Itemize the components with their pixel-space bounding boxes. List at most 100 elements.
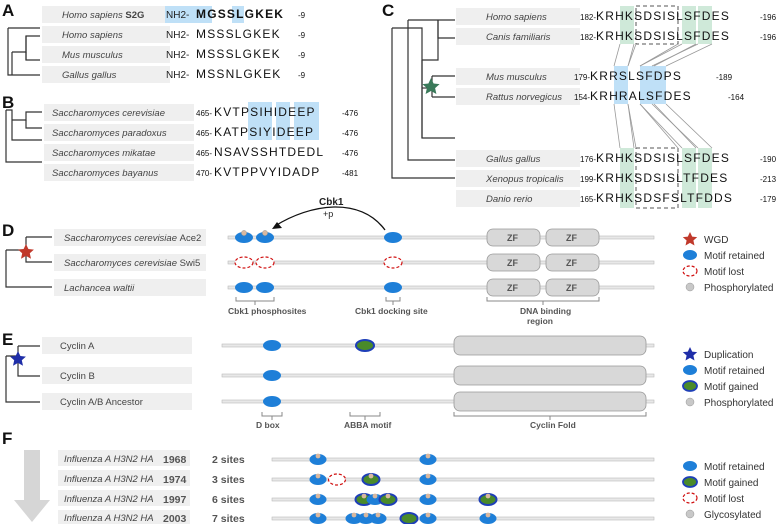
zf-label-0: ZF	[507, 233, 518, 243]
zf-label-2: ZF	[507, 258, 518, 268]
legend-d-0: WGD	[704, 235, 728, 246]
legend-duplication-star-icon	[682, 347, 698, 361]
panel-b-seq-1: KATPSIYIDEEP	[214, 125, 314, 139]
duplication-star-icon	[10, 351, 26, 366]
panel-c-text: Homo sapiens Canis familiaris Mus muscul…	[485, 9, 777, 205]
legend-f-3: Glycosylated	[704, 510, 761, 521]
panel-f-rows: Influenza A H3N2 HA Influenza A H3N2 HA …	[58, 450, 245, 524]
panel-b-end-2: -476	[342, 149, 359, 158]
legend-e-1: Motif retained	[704, 366, 765, 377]
panel-c-rows	[456, 8, 580, 207]
tree-star-icon	[422, 78, 440, 94]
panel-c-end-1: -196	[760, 33, 777, 42]
panel-d-brackets	[235, 297, 600, 305]
panel-c-start-3: 154-	[574, 93, 590, 102]
panel-a-prefix-3: NH2-	[166, 70, 189, 81]
wgd-star-icon	[18, 244, 34, 259]
panel-c-end-2: -189	[716, 73, 733, 82]
panel-c-start-4: 176-	[580, 155, 596, 164]
panel-a-species-3: Gallus gallus	[62, 70, 117, 81]
caption-abba-motif: ABBA motif	[344, 420, 392, 430]
panel-d-tree	[5, 236, 52, 288]
panel-f-sites-3: 7 sites	[212, 513, 245, 524]
panel-f-name-0: Influenza A H3N2 HA	[64, 454, 154, 465]
panel-c-species-4: Gallus gallus	[486, 154, 541, 165]
zf-label-3: ZF	[566, 258, 577, 268]
panel-c-connectors	[613, 43, 713, 149]
panel-d-proteins	[227, 235, 655, 290]
panel-d-label: D	[2, 221, 14, 240]
panel-c-seq-3: KRHRALSFDES	[590, 89, 692, 103]
panel-c-seq-6: KRHKSDSFSLTFDDS	[596, 191, 733, 205]
panel-e-rows: Cyclin A Cyclin B Cyclin A/B Ancestor	[42, 337, 192, 410]
legend-f-gained-icon	[682, 476, 698, 488]
panel-b-rows: Saccharomyces cerevisiae Saccharomyces p…	[44, 102, 359, 181]
panel-d-rows: Saccharomyces cerevisiae Ace2 Saccharomy…	[54, 229, 206, 296]
panel-a-tree	[7, 27, 40, 76]
panel-b-label: B	[2, 93, 14, 112]
panel-f-year-2: 1997	[163, 494, 187, 506]
panel-f-sites-1: 3 sites	[212, 474, 245, 486]
panel-c-start-6: 165-	[580, 195, 596, 204]
caption-dna-binding: DNA binding	[520, 306, 571, 316]
panel-a-species-2: Mus musculus	[62, 50, 123, 61]
panel-c-end-3: -164	[728, 93, 745, 102]
cbk1-arrowhead-icon	[272, 222, 282, 229]
panel-f-proteins	[271, 457, 655, 521]
panel-b-tree	[5, 109, 42, 163]
panel-c-species-2: Mus musculus	[486, 72, 547, 83]
panel-b-end-0: -476	[342, 109, 359, 118]
panel-b-end-1: -476	[342, 129, 359, 138]
panel-e-row-1: Cyclin B	[60, 371, 95, 382]
panel-a-seq-3: MSSNLGKEK	[196, 67, 282, 81]
panel-c-species-3: Rattus norvegicus	[486, 92, 562, 103]
panel-c-end-5: -213	[760, 175, 777, 184]
plus-p-label: +p	[323, 209, 333, 219]
legend-phosphorylated-icon	[685, 282, 695, 292]
panel-b-seq-2: NSAVSSHTDEDL	[214, 145, 324, 159]
panel-d-species-1: Saccharomyces cerevisiae Swi5	[64, 258, 200, 269]
panel-a-end-0: -9	[298, 11, 306, 20]
legend-f-1: Motif gained	[704, 478, 758, 489]
legend-motif-lost-icon	[682, 265, 698, 277]
panel-a-seq-0: MGSSLGKEK	[196, 7, 284, 21]
panel-b-start-1: 465-	[196, 129, 212, 138]
legend-e-gained-icon	[682, 380, 698, 392]
panel-c-species-0: Homo sapiens	[486, 12, 547, 23]
panel-c-highlights	[614, 5, 712, 209]
panel-a-prefix-1: NH2-	[166, 30, 189, 41]
panel-a-prefix-2: NH2-	[166, 50, 189, 61]
legend-e-0: Duplication	[704, 350, 753, 361]
cbk1-label: Cbk1	[319, 197, 344, 208]
legend-f-glycosylated-icon	[685, 509, 695, 519]
panel-c-end-0: -196	[760, 13, 777, 22]
caption-d-box: D box	[256, 420, 280, 430]
panel-c-start-0: 182-	[580, 13, 596, 22]
panel-a-end-2: -9	[298, 51, 306, 60]
legend-wgd-star-icon	[682, 232, 698, 246]
panel-a-prefix-0: NH2-	[166, 10, 189, 21]
panel-c-start-2: 179-	[574, 73, 590, 82]
panel-b-seq-0: KVTPSIHIDEEP	[214, 105, 316, 119]
panel-a-rows: Homo sapiens S2G Homo sapiens Mus muscul…	[42, 6, 306, 83]
legend-f-retained-icon	[683, 461, 697, 471]
panel-e-row-2: Cyclin A/B Ancestor	[60, 397, 143, 408]
panel-c-species-1: Canis familiaris	[486, 32, 551, 43]
panel-c-seq-2: KRRSLSFDPS	[590, 69, 682, 83]
panel-a-seq-2: MSSSLGKEK	[196, 47, 281, 61]
caption-region: region	[527, 316, 553, 326]
panel-c-end-4: -190	[760, 155, 777, 164]
legend-e-phosphorylated-icon	[685, 397, 695, 407]
zf-label-5: ZF	[566, 283, 577, 293]
panel-b-start-2: 465-	[196, 149, 212, 158]
panel-a-seq-1: MSSSLGKEK	[196, 27, 281, 41]
panel-d-zf-domains: ZF ZF ZF ZF ZF ZF	[486, 228, 600, 297]
panel-a-end-3: -9	[298, 71, 306, 80]
panel-a-species-1: Homo sapiens	[62, 30, 123, 41]
panel-f-legend: Motif retained Motif gained Motif lost G…	[682, 461, 765, 521]
panel-b-species-0: Saccharomyces cerevisiae	[52, 108, 165, 119]
panel-b-seq-3: KVTPPVYIDADP	[214, 165, 320, 179]
panel-c-end-6: -179	[760, 195, 777, 204]
caption-cbk1-docking: Cbk1 docking site	[355, 306, 428, 316]
